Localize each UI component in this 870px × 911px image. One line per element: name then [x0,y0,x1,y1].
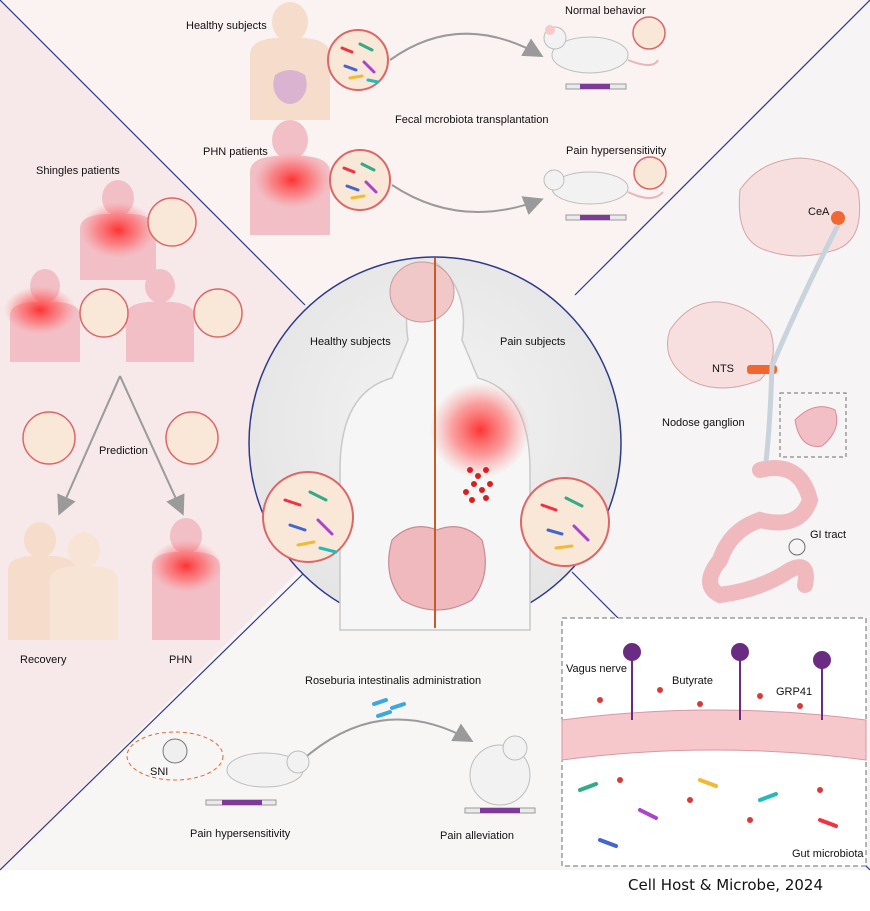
nts-label: NTS [712,363,734,375]
mouse-normal [543,25,659,90]
citation-credit: Cell Host & Microbe, 2024 [628,876,824,894]
prediction-arrows [57,375,185,516]
center-body-circle [248,256,622,631]
butyrate-label: Butyrate [672,675,713,687]
cea-marker [831,211,845,225]
fmt-arrow-bottom [391,184,544,215]
vagus-nerve-label: Vagus nerve [566,663,627,675]
phn-outcome-label: PHN [169,654,193,666]
normal-behavior-label: Normal behavior [565,5,646,17]
administration-arrow [299,718,474,763]
center-pain-microbiota-circle [520,477,610,567]
treated-mouse [464,735,536,814]
top-hyper-label: Pain hypersensitivity [566,145,667,157]
healthy-donor-figure [250,2,330,120]
shingles-microbiota-circles [79,197,243,338]
alleviation-label: Pain alleviation [440,830,514,842]
top-healthy-label: Healthy subjects [186,20,267,32]
roseburia-bacteria [372,698,406,718]
center-healthy-microbiota-circle [262,471,354,563]
grp41-label: GRP41 [776,686,813,698]
center-healthy-label: Healthy subjects [310,336,391,348]
phn-outcome-figure [150,518,222,640]
shingles-patient-figures [4,180,194,362]
phn-donor-figure [250,120,330,235]
recovery-label: Recovery [20,654,67,666]
nodose-ganglion-inset [779,392,847,458]
phn-microbiota-circle [329,149,391,211]
top-phn-label: PHN patients [203,146,268,158]
recovery-figures [8,522,118,640]
gi-tract [702,460,819,604]
vagus-neurons [623,643,831,720]
donor-microbiota-circle [327,29,389,91]
shingles-label: Shingles patients [36,165,120,177]
sni-label: SNI [150,766,169,778]
gi-tract-label: GI tract [810,529,847,541]
vagal-fiber [762,223,841,471]
nodose-label: Nodose ganglion [662,417,745,429]
gut-inset [561,617,867,867]
mouse-hypersensitive [543,169,664,221]
gut-bacteria [578,778,838,848]
center-pain-label: Pain subjects [500,336,566,348]
cea-label: CeA [808,206,830,218]
sni-mouse [205,750,310,806]
gi-tract-zoom-marker [788,538,806,556]
mouse-normal-microbiota-circle [632,16,666,50]
roseburia-label: Roseburia intestinalis administration [305,675,482,687]
sni-inset [126,731,224,781]
mouse-hyper-microbiota-circle [633,156,667,190]
gut-microbiota-label: Gut microbiota [792,848,864,860]
fmt-arrow-top [389,32,544,61]
prediction-microbiota-circles [22,411,219,465]
prediction-label: Prediction [99,445,148,457]
butyrate-dots [597,687,823,823]
fmt-label: Fecal mcrobiota transplantation [395,114,549,126]
brain-section [738,157,861,257]
bottom-hyper-label: Pain hypersensitivity [190,828,291,840]
